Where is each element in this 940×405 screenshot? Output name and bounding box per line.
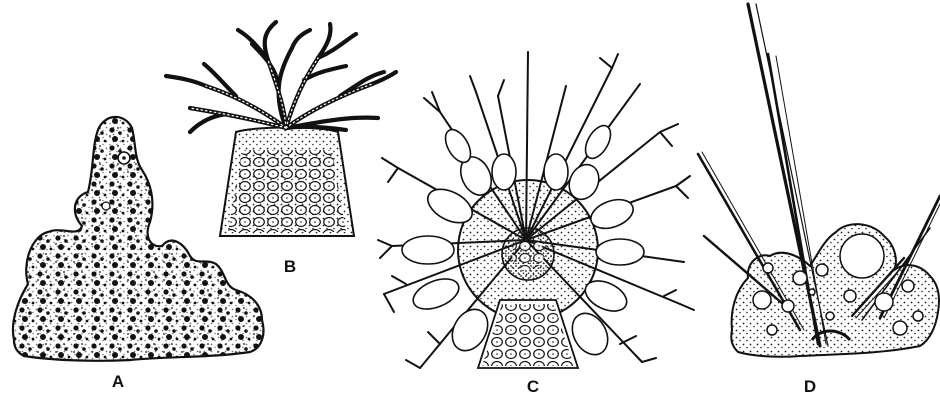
panel-d-spined-form xyxy=(698,4,940,357)
filopodia xyxy=(166,22,396,132)
panel-label-b: B xyxy=(284,257,296,276)
panel-c-radiating-form xyxy=(378,52,694,368)
panel-label-c: C xyxy=(527,377,539,396)
panel-label-d: D xyxy=(804,377,816,396)
panel-b-filose-form xyxy=(166,22,396,236)
panel-label-a: A xyxy=(112,372,124,391)
panel-a-amoeba xyxy=(13,117,264,361)
